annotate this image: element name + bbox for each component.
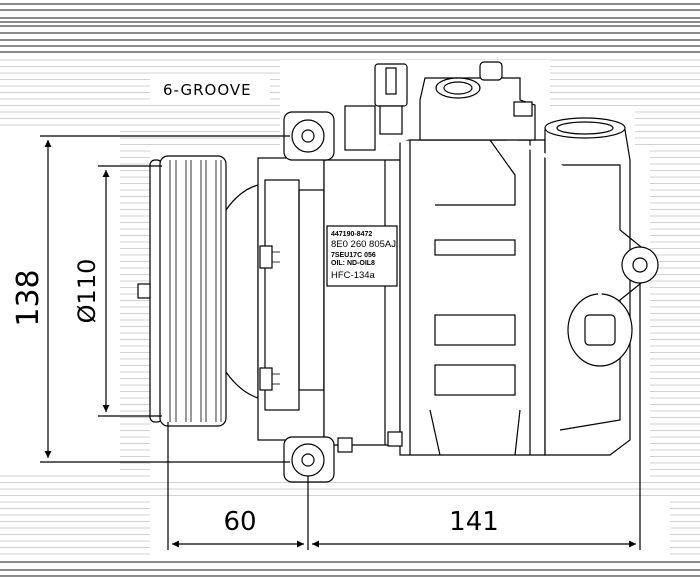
front-housing: [257, 157, 325, 441]
dim-138-text: 138: [11, 269, 46, 326]
plate-line4: OIL: ND-OIL8: [331, 260, 375, 267]
dim-60-text: 60: [223, 507, 256, 537]
dim-110-text: Ø110: [73, 259, 101, 324]
dimension-height-overall: 138: [11, 135, 290, 463]
plate-line3: 7SEU17C 056: [331, 252, 376, 259]
plate-line1: 447190-8472: [331, 231, 372, 238]
plate-line2: 8E0 260 805AJ: [331, 239, 396, 250]
label-plate: 447190-8472 8E0 260 805AJ 7SEU17C 056 OI…: [326, 225, 398, 287]
dimension-horizontal: 60 141: [167, 283, 641, 550]
groove-label: 6-GROOVE: [163, 81, 252, 99]
dimension-pulley-diameter: Ø110: [73, 165, 162, 417]
pulley: [137, 155, 259, 427]
dim-141-text: 141: [449, 507, 499, 537]
plate-refrigerant: HFC-134a: [331, 270, 376, 281]
pulley-grooves: [169, 160, 222, 422]
